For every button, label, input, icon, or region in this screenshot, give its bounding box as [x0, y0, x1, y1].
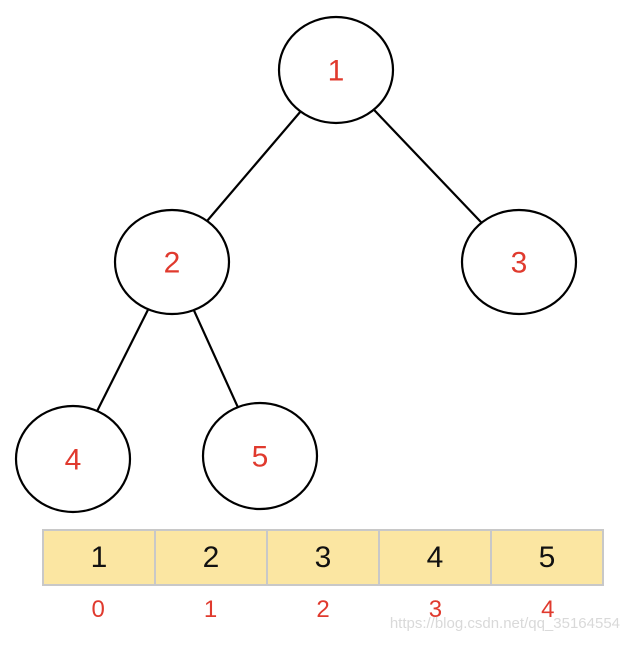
array-index-row: 0 1 2 3 4 — [42, 592, 604, 628]
tree-node-circle — [460, 208, 578, 316]
tree-edge-n1-n3 — [373, 108, 483, 224]
tree-node-label: 4 — [65, 444, 82, 477]
array-cell: 3 — [268, 531, 380, 584]
array-cell: 2 — [156, 531, 268, 584]
tree-node-label: 5 — [252, 441, 269, 474]
tree-node-n2: 2 — [113, 208, 231, 316]
tree-edge-n2-n5 — [192, 309, 239, 408]
tree-node-circle — [277, 15, 395, 125]
array-index-label: 4 — [541, 596, 555, 623]
tree-node-n1: 1 — [277, 15, 395, 125]
tree-node-n4: 4 — [14, 404, 132, 514]
array-index-label: 0 — [91, 596, 105, 623]
array-index-label: 3 — [428, 596, 443, 623]
tree-edge-n2-n4 — [96, 308, 150, 412]
tree-node-n3: 3 — [460, 208, 578, 316]
tree-node-circle — [14, 404, 132, 514]
array-cell: 4 — [380, 531, 492, 584]
array-index-label: 2 — [316, 596, 330, 623]
tree-node-label: 3 — [511, 247, 528, 280]
tree-node-label: 2 — [164, 247, 181, 280]
tree-edge-n1-n2 — [206, 110, 302, 222]
tree-edges — [96, 108, 483, 412]
tree-node-n5: 5 — [201, 401, 319, 511]
array-cell: 1 — [44, 531, 156, 584]
tree-nodes: 1 2 3 4 5 — [14, 15, 578, 514]
watermark-text: https://blog.csdn.net/qq_35164554 — [389, 615, 620, 632]
tree-node-circle — [113, 208, 231, 316]
tree-node-label: 1 — [328, 55, 345, 88]
array-index-label: 1 — [203, 596, 218, 623]
tree-node-circle — [201, 401, 319, 511]
array-cell: 5 — [492, 531, 602, 584]
